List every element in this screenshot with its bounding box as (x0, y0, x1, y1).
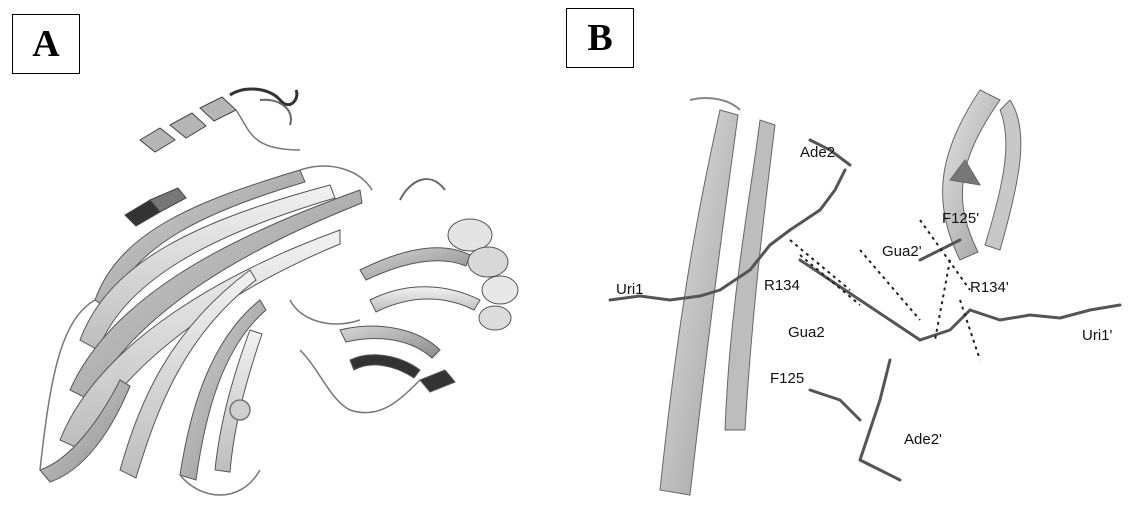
label-gua2-prime: Gua2' (882, 243, 922, 260)
label-r134-prime: R134' (970, 279, 1009, 296)
label-r134: R134 (764, 277, 800, 294)
panel-a-ribbon-structure (0, 0, 560, 514)
panel-b-interface-structure: Ade2 F125' Gua2' Uri1 R134 R134' Uri1' G… (560, 0, 1137, 514)
label-ade2: Ade2 (800, 144, 835, 161)
label-f125: F125 (770, 370, 804, 387)
panel-a: A (0, 0, 560, 514)
label-ade2-prime: Ade2' (904, 431, 942, 448)
beta-sheet-left (40, 170, 362, 482)
label-f125-prime: F125' (942, 210, 979, 227)
left-beta-strand (660, 98, 775, 495)
label-uri1-prime: Uri1' (1082, 327, 1113, 344)
panel-b: B (560, 0, 1137, 514)
label-gua2: Gua2 (788, 324, 825, 341)
label-uri1: Uri1 (616, 281, 644, 298)
right-beta-strand (943, 90, 1021, 260)
